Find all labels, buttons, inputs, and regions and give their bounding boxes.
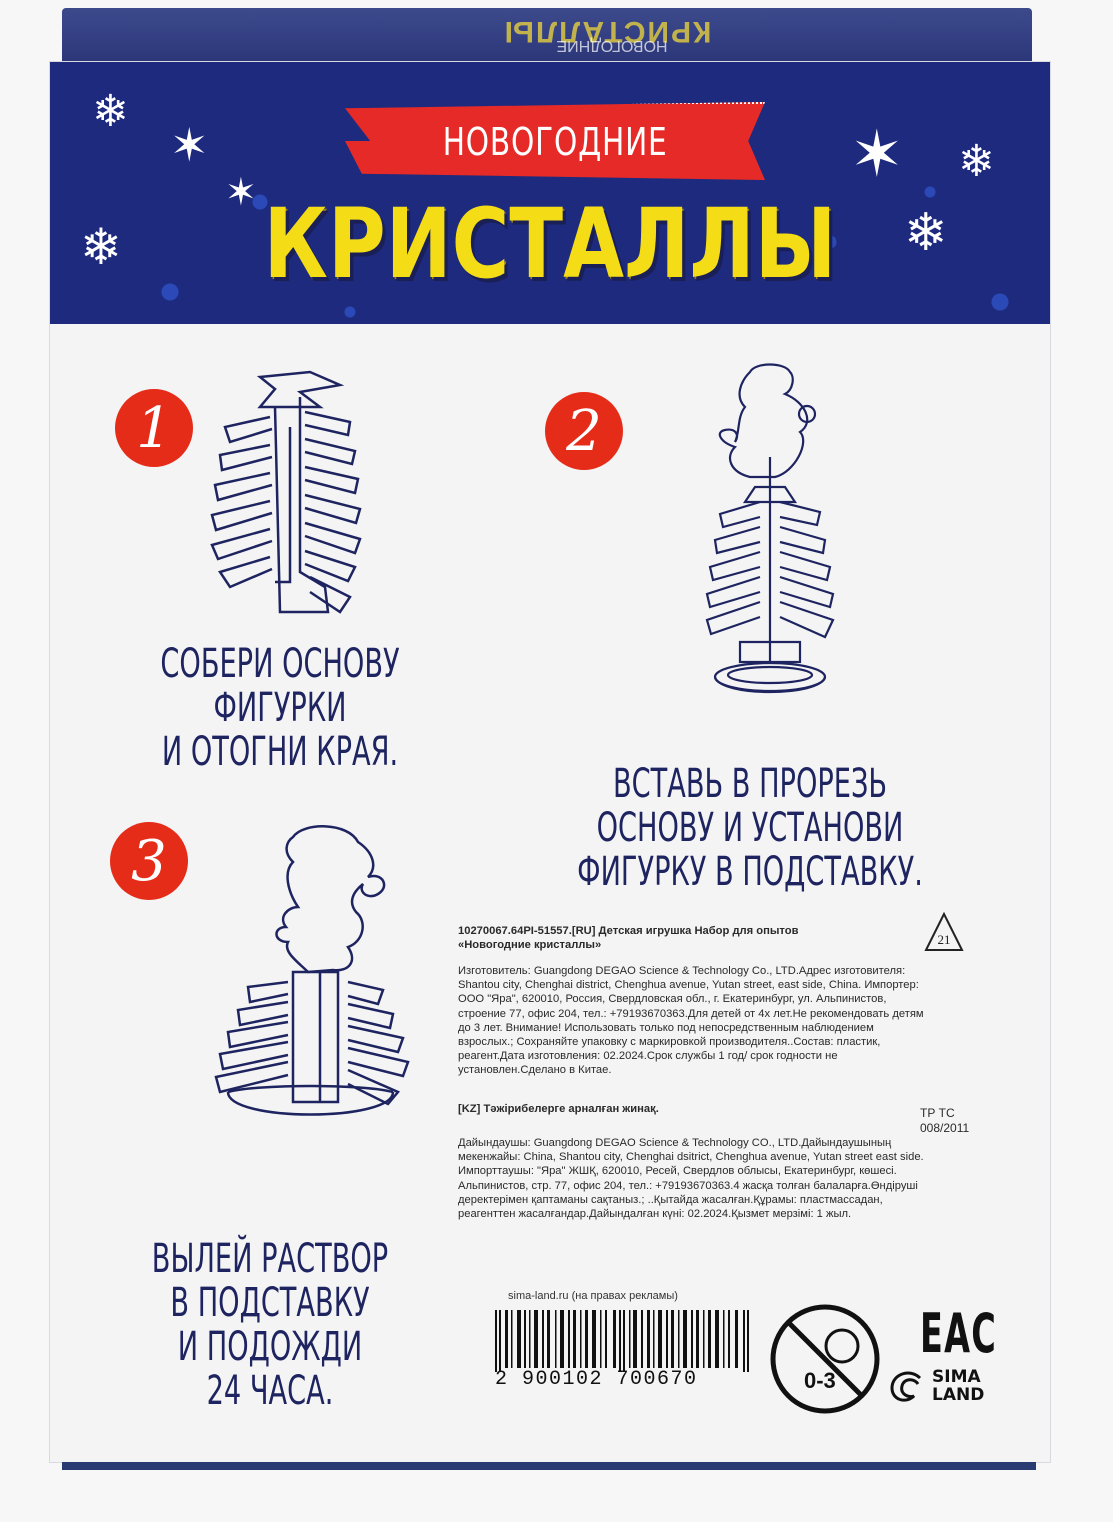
sima-land-text: SIMA LAND [932,1367,985,1405]
banner-text: НОВОГОДНИЕ [442,120,668,164]
sima-land-logo-icon [890,1371,922,1402]
snowflake-icon: ❄ [92,87,129,136]
barcode-bars [495,1310,749,1372]
label-kz-body: Дайындаушы: Guangdong DEGAO Science & Te… [458,1137,924,1221]
box-top-flap: КРИСТАЛЛЫ НОВОГОДНИЕ [62,8,1032,70]
product-title: КРИСТАЛЛЫ [263,188,837,300]
sima-land-logo: SIMA LAND [884,1364,994,1412]
snowflake-icon: ❄ [80,219,122,275]
barcode-number: 2 900102 700670 [495,1368,698,1391]
box-back-panel: ❄ ✶ ✶ ❄ ✶ ❄ ❄ НОВОГОДНИЕ КРИСТАЛЛЫ 1 [50,62,1050,1462]
star-icon: ✶ [850,118,904,190]
svg-text:0-3: 0-3 [804,1368,836,1393]
tree-with-figure-and-stand-icon [695,362,845,702]
star-icon: ✶ [170,119,209,171]
svg-text:21: 21 [938,932,951,947]
step-1-text: СОБЕРИ ОСНОВУ ФИГУРКИ И ОТОГНИ КРАЯ. [160,641,400,775]
banner-ribbon: НОВОГОДНИЕ [345,102,765,180]
box-bottom-flap [62,1462,1036,1470]
step-2-badge: 2 [545,392,623,470]
recycle-icon: 21 [918,910,970,960]
tree-base-icon [200,367,375,629]
label-ru-body: Изготовитель: Guangdong DEGAO Science & … [458,965,924,1077]
barcode: 2 900102 700670 [495,1310,765,1394]
header-panel: ❄ ✶ ✶ ❄ ✶ ❄ ❄ НОВОГОДНИЕ КРИСТАЛЛЫ [50,62,1050,324]
site-text: sima-land.ru (на правах рекламы) [508,1290,678,1302]
snowflake-icon: ❄ [958,137,995,186]
age-restriction-icon: 0-3 [768,1302,882,1416]
tr-tc-code: ТР ТС 008/2011 [920,1106,970,1135]
eac-mark: EAC [920,1302,998,1365]
top-flap-subtitle: НОВОГОДНИЕ [556,37,668,54]
step-1-badge: 1 [115,389,193,467]
label-kz-heading: [KZ] Тәжірибелерге арналған жинақ. [458,1103,659,1115]
snowflake-icon: ❄ [904,204,948,262]
assembled-tree-in-stand-icon [198,822,423,1122]
step-3-text: ВЫЛЕЙ РАСТВОР В ПОДСТАВКУ И ПОДОЖДИ 24 Ч… [151,1236,389,1414]
step-2-text: ВСТАВЬ В ПРОРЕЗЬ ОСНОВУ И УСТАНОВИ ФИГУР… [577,761,923,895]
step-3-badge: 3 [110,822,188,900]
label-ru-heading: 10270067.64PI-51557.[RU] Детская игрушка… [458,925,799,952]
star-icon: ✶ [225,172,257,214]
